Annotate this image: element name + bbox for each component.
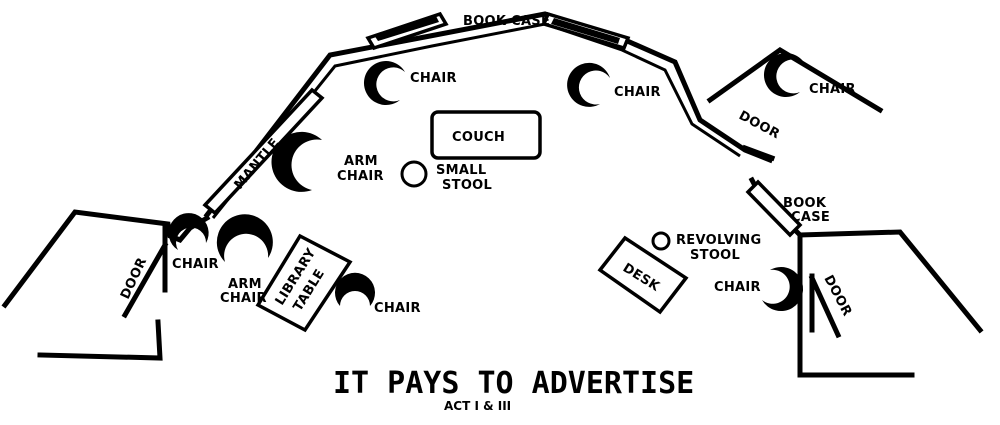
label-book-case-right-line1: BOOK: [783, 196, 827, 211]
label-door-right-top: DOOR: [736, 108, 782, 142]
left-door-leaf: [121, 241, 169, 319]
label-book-case-right-line2: CASE: [791, 210, 830, 225]
chair-far-right: [763, 53, 805, 98]
label-small-stool-line2: STOOL: [442, 178, 492, 193]
chair-right: [762, 267, 804, 312]
label-chair-far-right: CHAIR: [809, 82, 856, 97]
label-chair-left: CHAIR: [172, 257, 219, 272]
label-chair-right: CHAIR: [714, 280, 761, 295]
book-case-top: [365, 11, 631, 51]
library-table: [255, 233, 353, 333]
plan-title: IT PAYS TO ADVERTISE: [333, 366, 694, 401]
book-case-right: [745, 179, 803, 238]
label-small-stool-line1: SMALL: [436, 163, 486, 178]
chair-left: [168, 213, 209, 250]
mantle: [202, 87, 325, 216]
left-corner-wall: [37, 319, 163, 361]
label-chair-top-right: CHAIR: [614, 85, 661, 100]
label-chair-top-left: CHAIR: [410, 71, 457, 86]
plan-subtitle: ACT I & III: [444, 399, 511, 413]
desk: [597, 235, 689, 315]
right-upper-door-leaf: [741, 144, 776, 162]
arm-chair-2: [216, 214, 273, 262]
label-arm-chair-2-line2: CHAIR: [220, 291, 267, 306]
chair-bottom-center: [334, 272, 376, 306]
label-revolving-stool-line1: REVOLVING: [676, 233, 761, 248]
chair-top-left: [363, 61, 405, 106]
arm-chair-1: [271, 131, 322, 192]
couch: [430, 110, 542, 160]
label-revolving-stool-line2: STOOL: [690, 248, 740, 263]
right-upper-room-wall: [706, 47, 884, 114]
label-couch: COUCH: [452, 130, 505, 145]
label-book-case-top: BOOK CASE: [463, 14, 550, 29]
label-arm-chair-1-line2: CHAIR: [337, 169, 384, 184]
small-stool: [400, 160, 428, 188]
revolving-stool: [651, 231, 671, 251]
chair-top-right: [567, 62, 610, 107]
label-chair-bottom-center: CHAIR: [374, 301, 421, 316]
right-lower-door-leaf: [808, 274, 842, 339]
label-arm-chair-2-line1: ARM: [228, 277, 262, 292]
label-arm-chair-1-line1: ARM: [344, 154, 378, 169]
